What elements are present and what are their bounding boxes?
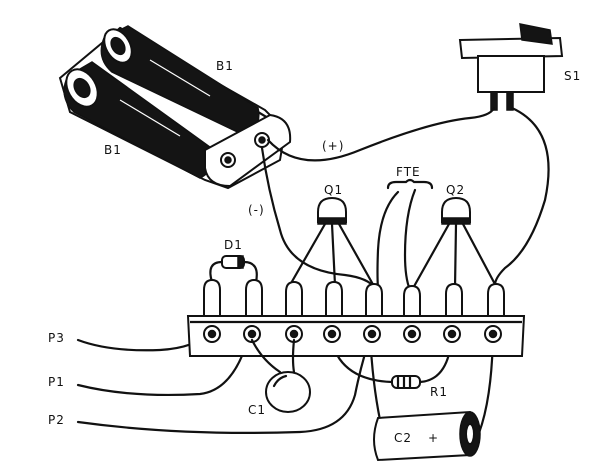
label-r1: R1 — [430, 385, 448, 399]
label-fte: FTE — [396, 165, 421, 179]
label-q1: Q1 — [324, 183, 343, 197]
label-c2: C2 — [394, 431, 412, 445]
label-q2: Q2 — [446, 183, 465, 197]
transistor-q1 — [288, 196, 377, 290]
label-c2-plus: + — [428, 431, 439, 445]
label-b1-top: B1 — [216, 59, 234, 73]
labels: B1 B1 S1 (+) (-) FTE Q1 Q2 D1 P3 P1 P2 C… — [48, 59, 581, 445]
label-s1: S1 — [564, 69, 581, 83]
capacitor-c2 — [373, 410, 481, 462]
wiring — [76, 106, 550, 457]
resistor-r1 — [391, 375, 421, 389]
label-d1: D1 — [224, 238, 243, 252]
transistor-q2 — [410, 196, 499, 292]
terminal-screws — [203, 325, 502, 343]
capacitor-c1 — [250, 338, 311, 413]
fte-bracket — [386, 178, 434, 190]
label-b1-left: B1 — [104, 143, 122, 157]
label-p2: P2 — [48, 413, 65, 427]
label-p1: P1 — [48, 375, 65, 389]
diode-d1 — [209, 255, 258, 284]
label-c1: C1 — [248, 403, 266, 417]
label-positive: (+) — [322, 139, 344, 153]
label-negative: (-) — [248, 203, 265, 217]
terminal-lugs — [203, 278, 505, 317]
terminal-strip — [186, 278, 526, 357]
switch-s1 — [458, 23, 564, 111]
label-p3: P3 — [48, 331, 65, 345]
battery-holder-b1 — [58, 25, 292, 190]
